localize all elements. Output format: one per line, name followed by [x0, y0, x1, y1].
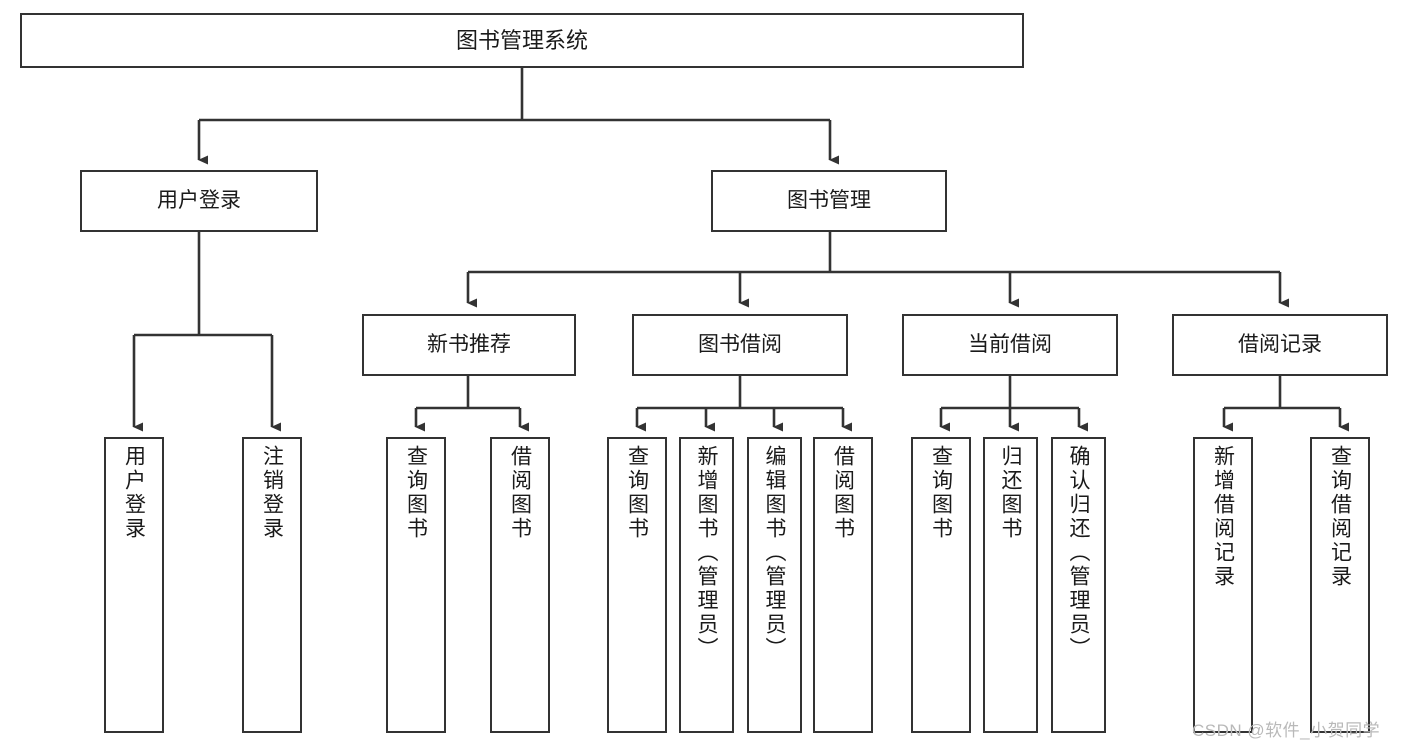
node-leaf-borrow-book-recommend[interactable]: 借阅图书 — [490, 437, 550, 733]
node-leaf-return-book[interactable]: 归还图书 — [983, 437, 1038, 733]
node-current-borrow-label: 当前借阅 — [968, 332, 1052, 356]
node-book-management-label: 图书管理 — [787, 188, 871, 212]
node-borrow-records[interactable]: 借阅记录 — [1172, 314, 1388, 376]
node-leaf-confirm-return-admin-label: 确认归还（管理员） — [1067, 445, 1090, 661]
node-root-system-label: 图书管理系统 — [455, 27, 588, 53]
node-leaf-query-book-recommend-label: 查询图书 — [404, 445, 428, 541]
node-book-management[interactable]: 图书管理 — [711, 170, 947, 232]
node-leaf-query-book[interactable]: 查询图书 — [607, 437, 667, 733]
node-leaf-edit-book-admin-label: 编辑图书（管理员） — [763, 445, 786, 661]
node-leaf-add-borrow-record-label: 新增借阅记录 — [1211, 445, 1235, 589]
node-leaf-edit-book-admin[interactable]: 编辑图书（管理员） — [747, 437, 802, 733]
node-leaf-borrow-book-label: 借阅图书 — [831, 445, 855, 541]
node-leaf-query-book-current[interactable]: 查询图书 — [911, 437, 971, 733]
node-leaf-user-login[interactable]: 用户登录 — [104, 437, 164, 733]
node-leaf-add-book-admin[interactable]: 新增图书（管理员） — [679, 437, 734, 733]
node-new-book-recommend[interactable]: 新书推荐 — [362, 314, 576, 376]
node-current-borrow[interactable]: 当前借阅 — [902, 314, 1118, 376]
node-leaf-query-book-label: 查询图书 — [625, 445, 649, 541]
node-leaf-query-book-recommend[interactable]: 查询图书 — [386, 437, 446, 733]
node-root-system[interactable]: 图书管理系统 — [20, 13, 1024, 68]
node-leaf-borrow-book[interactable]: 借阅图书 — [813, 437, 873, 733]
node-leaf-user-login-label: 用户登录 — [122, 445, 146, 541]
node-borrow-records-label: 借阅记录 — [1238, 332, 1322, 356]
node-leaf-add-book-admin-label: 新增图书（管理员） — [695, 445, 718, 661]
node-leaf-query-book-current-label: 查询图书 — [929, 445, 953, 541]
node-leaf-borrow-book-recommend-label: 借阅图书 — [508, 445, 532, 541]
node-book-borrow[interactable]: 图书借阅 — [632, 314, 848, 376]
csdn-watermark: CSDN @软件_小贺同学 — [1192, 721, 1381, 740]
node-user-login[interactable]: 用户登录 — [80, 170, 318, 232]
node-leaf-query-borrow-record-label: 查询借阅记录 — [1328, 445, 1352, 589]
node-book-borrow-label: 图书借阅 — [698, 332, 782, 356]
node-leaf-logout[interactable]: 注销登录 — [242, 437, 302, 733]
node-leaf-confirm-return-admin[interactable]: 确认归还（管理员） — [1051, 437, 1106, 733]
node-leaf-logout-label: 注销登录 — [260, 445, 284, 541]
node-leaf-add-borrow-record[interactable]: 新增借阅记录 — [1193, 437, 1253, 733]
node-user-login-label: 用户登录 — [157, 188, 241, 212]
node-leaf-query-borrow-record[interactable]: 查询借阅记录 — [1310, 437, 1370, 733]
node-new-book-recommend-label: 新书推荐 — [427, 332, 511, 356]
node-leaf-return-book-label: 归还图书 — [999, 445, 1022, 541]
